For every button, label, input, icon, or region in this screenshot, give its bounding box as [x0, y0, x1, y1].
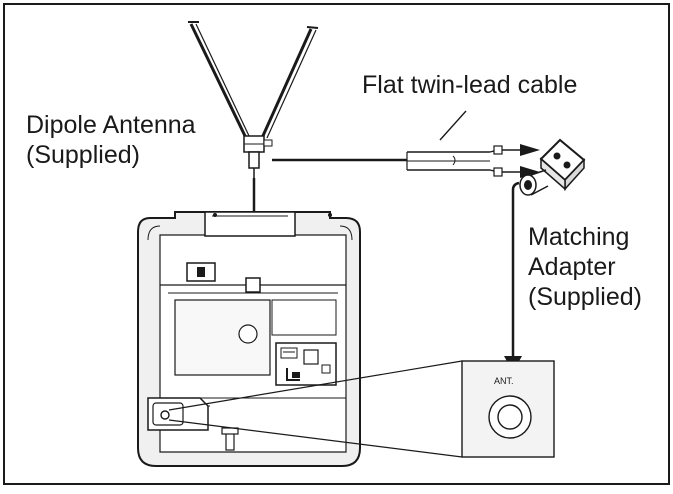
matching-adapter-label-line3: (Supplied) [528, 283, 642, 311]
dipole-antenna [188, 21, 319, 178]
ant-terminal-callout [461, 360, 555, 458]
antenna-rod-left [189, 23, 248, 139]
dipole-antenna-label-line2: (Supplied) [26, 141, 140, 169]
matching-adapter-label: Matching Adapter (Supplied) [528, 222, 642, 312]
matching-adapter-label-line1: Matching [528, 223, 630, 251]
ant-terminal-label: ANT. [494, 376, 514, 386]
twin-lead-cable [406, 110, 520, 177]
antenna-rod-right [260, 28, 313, 139]
ant-terminal-inner-ring [497, 404, 523, 430]
dipole-antenna-label-line1: Dipole Antenna [26, 111, 196, 139]
cable-label-leader [439, 110, 467, 141]
tv-rear-view [137, 211, 361, 467]
zoom-callout-lines [168, 360, 463, 458]
antenna-socket [245, 277, 261, 293]
dipole-antenna-label: Dipole Antenna (Supplied) [26, 110, 196, 170]
panel-screw [238, 324, 258, 344]
twin-lead-cable-label: Flat twin-lead cable [362, 70, 577, 100]
cable-arrow-upper [520, 144, 540, 156]
twin-lead-cable-label-text: Flat twin-lead cable [362, 71, 578, 99]
matching-adapter [519, 138, 586, 196]
tv-ant-jack [160, 410, 170, 420]
adapter-to-terminal-arrow [504, 181, 522, 372]
matching-adapter-label-line2: Adapter [528, 253, 616, 281]
figure-frame [3, 3, 670, 485]
